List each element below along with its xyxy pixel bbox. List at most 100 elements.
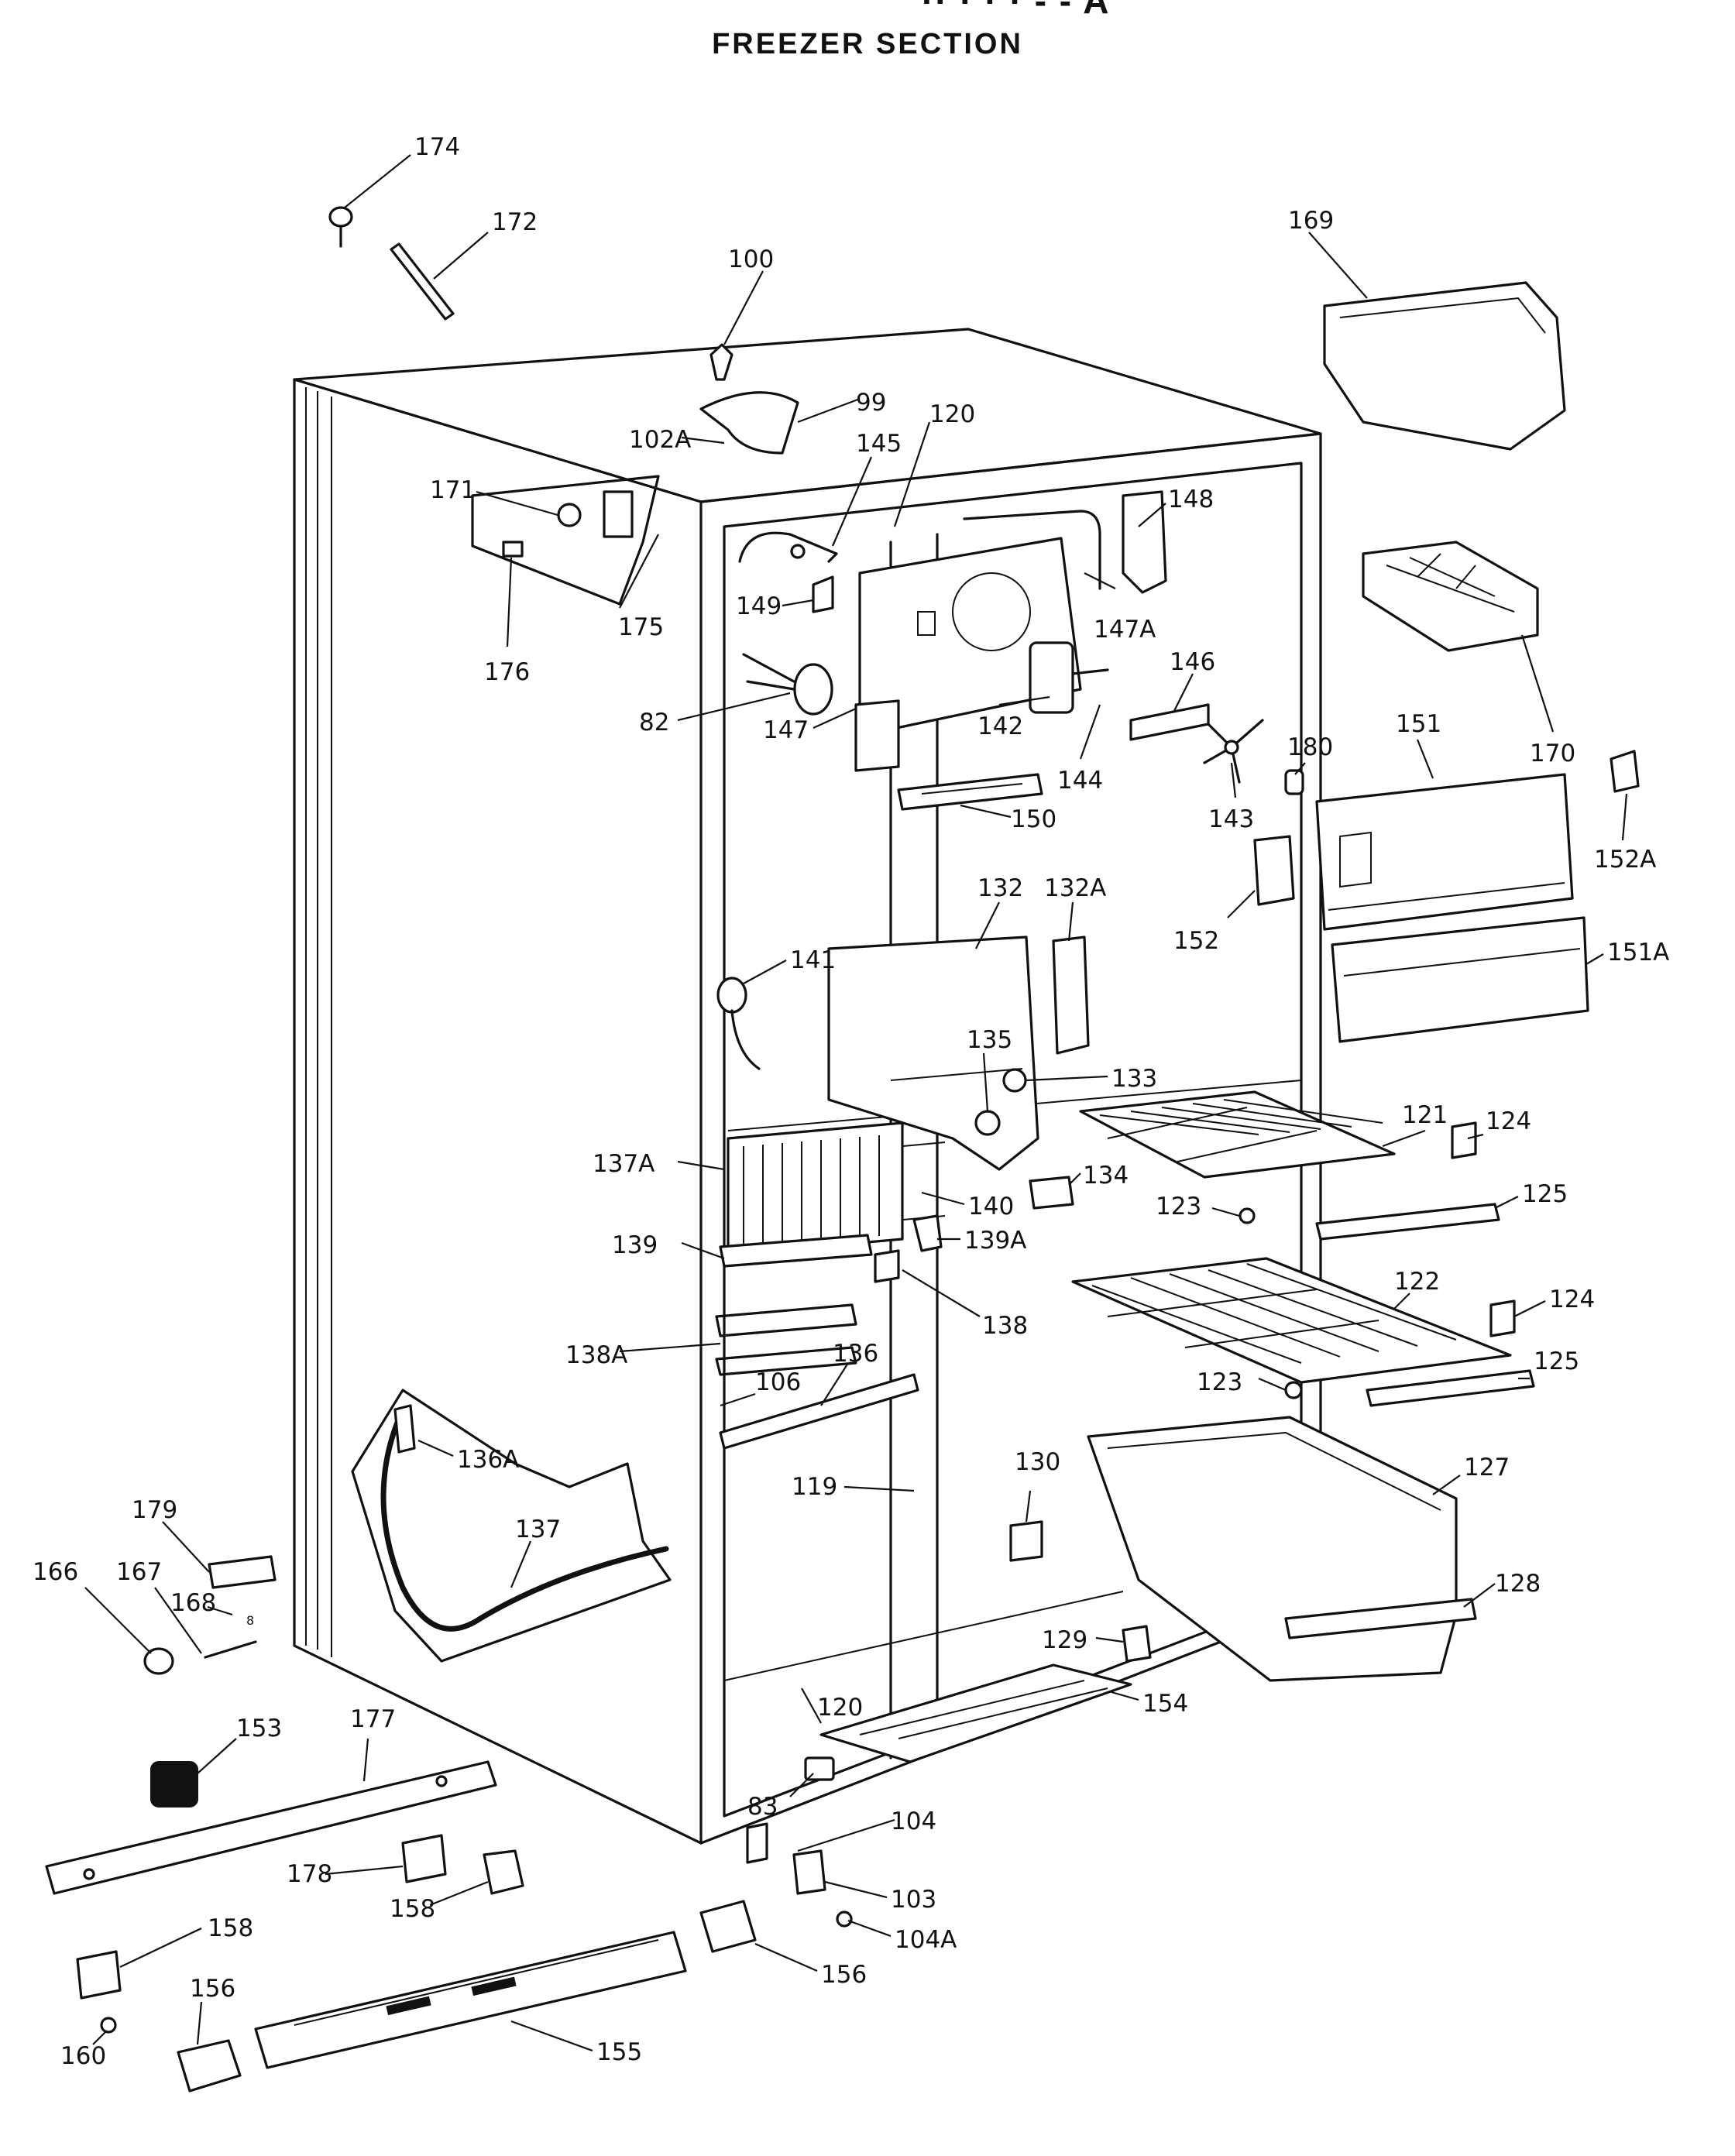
knob-153	[150, 1761, 198, 1808]
label-149: 149	[736, 592, 782, 620]
label-124-upper: 124	[1486, 1107, 1531, 1135]
label-158-left: 158	[208, 1914, 253, 1942]
label-136: 136	[833, 1340, 878, 1368]
part-labels: 174 172 100 169 99 102A 120 145 148 171 …	[33, 133, 1669, 2070]
label-139: 139	[612, 1231, 658, 1259]
label-158-right: 158	[390, 1895, 435, 1923]
label-156-left: 156	[190, 1975, 235, 2003]
label-123-lower: 123	[1197, 1368, 1242, 1396]
label-125-upper: 125	[1522, 1180, 1568, 1208]
label-151A: 151A	[1607, 939, 1669, 966]
shelf-clips-124	[1451, 1121, 1516, 1337]
cabinet	[293, 328, 1322, 1845]
label-122: 122	[1394, 1268, 1440, 1296]
label-168: 168	[170, 1589, 216, 1617]
label-150: 150	[1011, 805, 1056, 833]
label-138A: 138A	[565, 1341, 627, 1369]
toe-grille-155	[254, 1931, 687, 2069]
label-121: 121	[1402, 1101, 1448, 1129]
label-160: 160	[60, 2042, 106, 2070]
label-100: 100	[728, 245, 774, 273]
light-shield-151	[1315, 773, 1574, 931]
label-128: 128	[1495, 1570, 1541, 1598]
label-167: 167	[116, 1558, 162, 1586]
shelf-121	[1079, 1090, 1396, 1179]
label-125-lower: 125	[1534, 1348, 1579, 1375]
fan-motor-142	[1029, 641, 1109, 714]
label-147: 147	[763, 716, 809, 744]
shelf-122	[1071, 1257, 1512, 1384]
label-178: 178	[287, 1860, 332, 1888]
label-102A: 102A	[629, 426, 691, 454]
label-151: 151	[1396, 710, 1441, 738]
shelf-rails-125	[1315, 1203, 1535, 1407]
label-141: 141	[790, 946, 836, 974]
label-123-upper: 123	[1156, 1193, 1201, 1220]
ice-tray-170	[1362, 541, 1539, 652]
lens-152	[1253, 835, 1295, 906]
evaporator-cover-147	[854, 537, 1082, 772]
label-154: 154	[1142, 1690, 1188, 1718]
support-129	[1122, 1625, 1152, 1663]
rail-177	[45, 1760, 497, 1895]
label-155: 155	[596, 2038, 642, 2066]
label-153: 153	[236, 1715, 282, 1742]
label-179: 179	[132, 1496, 177, 1524]
label-120-top: 120	[929, 400, 975, 428]
pin-167	[204, 1640, 257, 1659]
label-152A: 152A	[1594, 846, 1656, 874]
screw-160	[100, 2017, 117, 2034]
drain-tube-148	[963, 490, 1167, 594]
label-152: 152	[1173, 927, 1219, 955]
light-socket-82	[742, 653, 833, 716]
screws-123	[1239, 1207, 1303, 1399]
light-shield-151A	[1331, 916, 1589, 1043]
duct-cover-132A	[1052, 936, 1090, 1055]
label-124-lower: 124	[1549, 1286, 1595, 1313]
label-140: 140	[968, 1193, 1014, 1220]
label-127: 127	[1464, 1454, 1510, 1481]
label-156-right: 156	[821, 1961, 867, 1989]
label-166: 166	[33, 1558, 78, 1586]
label-104: 104	[891, 1808, 936, 1835]
label-132A: 132A	[1044, 874, 1106, 902]
pan-138A	[715, 1303, 857, 1376]
label-139A: 139A	[964, 1227, 1026, 1255]
air-damper-150	[897, 773, 1043, 811]
label-137: 137	[515, 1516, 561, 1543]
label-142: 142	[977, 712, 1023, 740]
label-106: 106	[755, 1368, 801, 1396]
label-129: 129	[1042, 1626, 1087, 1654]
door-bin-169	[1323, 281, 1566, 451]
bulb-180	[1284, 769, 1304, 795]
end-caps-156	[177, 1900, 757, 2092]
clip-152A	[1610, 750, 1640, 793]
label-138: 138	[982, 1312, 1028, 1340]
hinge-103-104	[746, 1822, 853, 1928]
label-104A: 104A	[895, 1926, 957, 1954]
trough-136	[719, 1373, 919, 1450]
label-130: 130	[1015, 1448, 1060, 1476]
bracket-139A	[912, 1214, 943, 1252]
model-number-fragment: ·· · · · ‐ ‐ A	[922, 0, 1111, 21]
label-133: 133	[1111, 1065, 1157, 1093]
label-145: 145	[856, 430, 902, 458]
toe-grille-bracket-179	[208, 1555, 277, 1589]
inset-drain-tube	[351, 1389, 672, 1663]
label-120-bottom: 120	[817, 1694, 863, 1722]
bracket-158	[76, 1849, 524, 2000]
drain-pan-154	[819, 1663, 1132, 1763]
label-8: 8	[246, 1613, 254, 1628]
switch-149	[812, 575, 834, 613]
label-170: 170	[1530, 740, 1575, 767]
label-144: 144	[1057, 767, 1103, 795]
bracket-146	[1129, 703, 1210, 741]
label-147A: 147A	[1094, 616, 1156, 644]
top-hinge-assembly	[328, 206, 799, 455]
bracket-145	[738, 531, 838, 563]
bumper-166	[143, 1647, 174, 1675]
label-83: 83	[747, 1793, 778, 1821]
heater-wire-141	[716, 977, 761, 1070]
label-148: 148	[1168, 486, 1214, 513]
label-135: 135	[967, 1026, 1012, 1054]
